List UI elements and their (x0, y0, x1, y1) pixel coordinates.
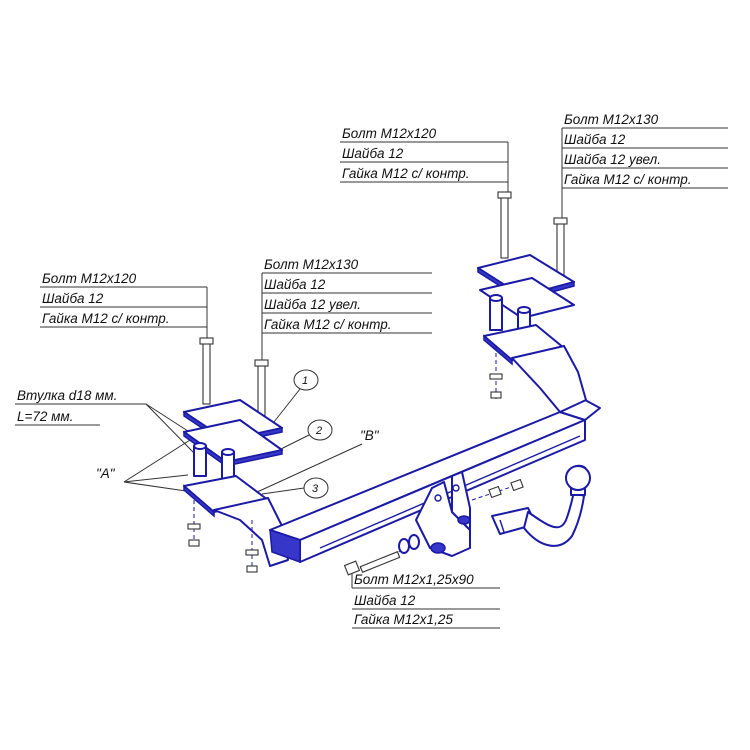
bracket-side-right (511, 345, 587, 413)
label-text: Гайка М12 с/ контр. (264, 317, 391, 332)
callout-number: 1 (302, 375, 308, 387)
label-text: Гайка М12 с/ контр. (42, 311, 169, 326)
left-bracket-assembly (183, 337, 289, 573)
bolt-m12x1-25x90 (343, 534, 420, 576)
tow-ball (565, 464, 591, 496)
nut-icon (245, 549, 259, 573)
label-text: Болт М12х1,25х90 (354, 572, 474, 587)
label-bottom-bolt: Болт М12х1,25х90 Шайба 12 Гайка М12х1,25 (351, 570, 500, 629)
callout-3: 3 (261, 477, 329, 499)
tow-ball-arm (491, 491, 585, 547)
hitch-mount-bracket (415, 471, 471, 557)
right-bracket-assembly (477, 191, 587, 413)
label-left-bolt-a: Болт М12х120 Шайба 12 Гайка М12 с/ контр… (40, 271, 208, 344)
bracket-side-left (213, 497, 289, 567)
label-text: Гайка М12х1,25 (354, 612, 453, 627)
label-right-bolt-a: Болт М12х120 Шайба 12 Гайка М12 с/ контр… (340, 126, 509, 196)
label-text: Болт М12х120 (342, 126, 437, 141)
detail-b-text: "B" (360, 428, 380, 443)
label-detail-b: "B" (254, 428, 380, 494)
left-bolt-m12x120 (199, 337, 214, 405)
nut-icon (187, 523, 201, 547)
label-text: Болт М12х130 (564, 112, 659, 127)
left-bolt-m12x130 (254, 359, 269, 427)
label-text: Шайба 12 (354, 593, 416, 608)
label-text: L=72 мм. (17, 409, 73, 424)
label-text: Шайба 12 (342, 146, 404, 161)
label-detail-a: "A" (96, 439, 191, 492)
label-text: Гайка М12 с/ контр. (342, 166, 469, 181)
label-left-bolt-b: Болт М12х130 Шайба 12 Шайба 12 увел. Гай… (261, 257, 432, 362)
label-text: Шайба 12 (264, 277, 326, 292)
label-right-bolt-b: Болт М12х130 Шайба 12 Шайба 12 увел. Гай… (561, 112, 728, 222)
label-text: Втулка d18 мм. (17, 388, 117, 403)
label-text: Шайба 12 увел. (264, 297, 361, 312)
plate-right-mid (479, 277, 575, 319)
label-text: Шайба 12 (42, 291, 104, 306)
label-text: Болт М12х130 (264, 257, 359, 272)
right-bolt-m12x120 (497, 191, 512, 259)
callout-number: 2 (315, 425, 322, 437)
label-text: Шайба 12 (564, 132, 626, 147)
callout-1: 1 (269, 369, 319, 428)
nut-icon (489, 373, 503, 399)
label-text: Болт М12х120 (42, 271, 137, 286)
detail-a-text: "A" (96, 466, 116, 481)
label-text: Гайка М12 с/ контр. (564, 172, 691, 187)
nut-icon (471, 478, 524, 501)
bushing-left-a (193, 442, 207, 477)
callout-number: 3 (312, 483, 319, 495)
label-text: Шайба 12 увел. (564, 152, 661, 167)
bushing-right-a (489, 294, 503, 331)
